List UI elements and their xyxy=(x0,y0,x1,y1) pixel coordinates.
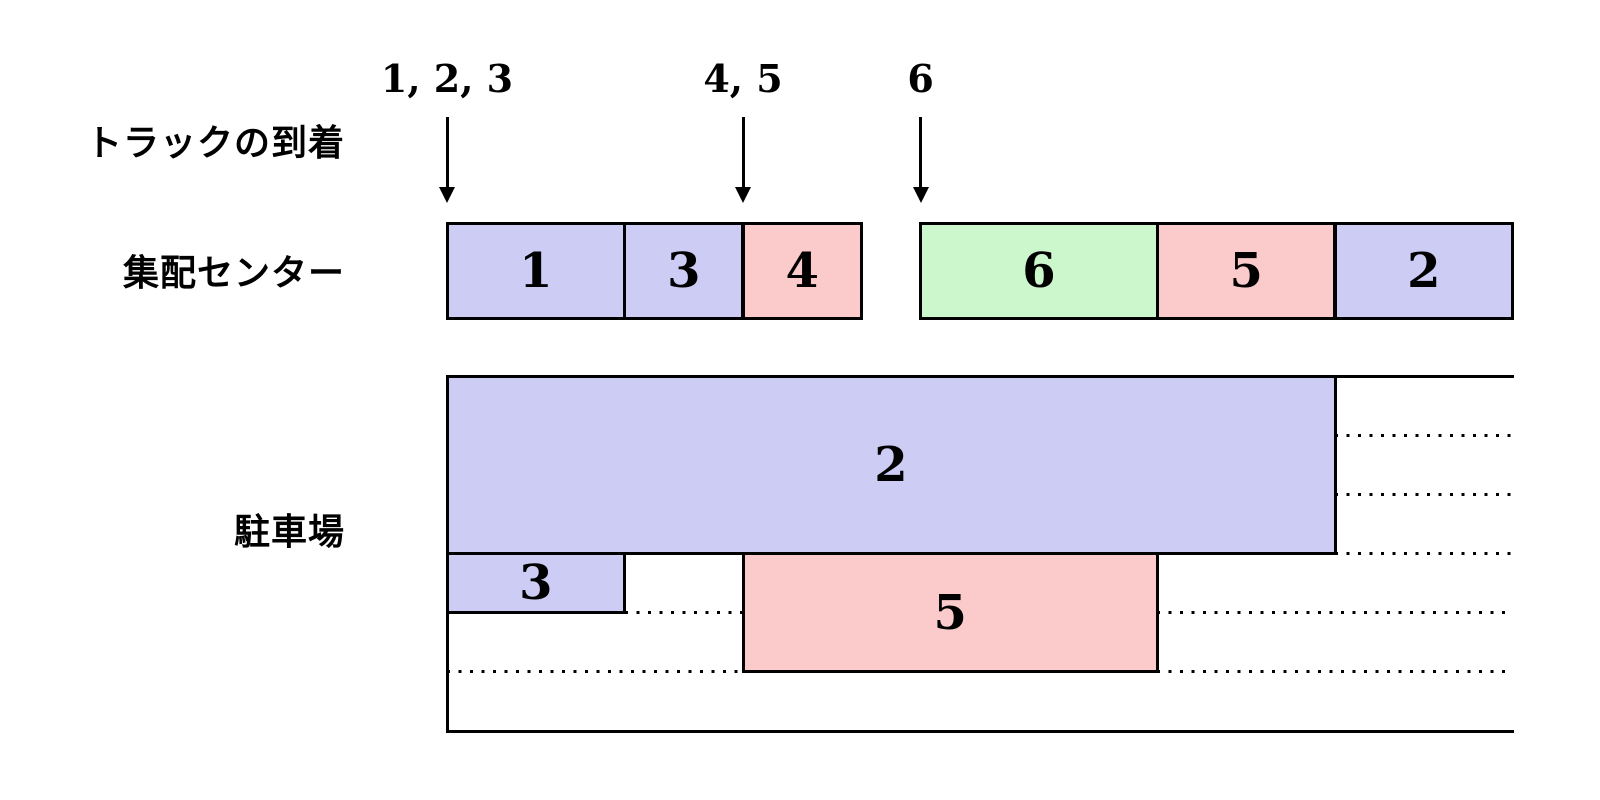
parking-lane-dotted-line xyxy=(624,611,743,615)
arrival-time-label: 4, 5 xyxy=(703,56,783,101)
parking-lane-dotted-line xyxy=(1335,492,1513,496)
service-block-truck-6: 6 xyxy=(919,221,1159,320)
arrival-arrow-icon xyxy=(912,187,929,203)
arrival-time-label: 1, 2, 3 xyxy=(380,56,514,101)
parking-block-truck-5: 5 xyxy=(741,552,1159,674)
service-block-truck-2: 2 xyxy=(1333,221,1515,320)
parking-lane-dotted-line xyxy=(1335,552,1513,555)
parking-bottom-line xyxy=(445,729,1515,733)
parking-lane-dotted-line xyxy=(1335,433,1513,437)
service-block-truck-3: 3 xyxy=(623,221,745,320)
arrival-time-label: 6 xyxy=(907,56,934,101)
service-block-truck-1: 1 xyxy=(445,221,627,320)
arrival-arrow-shaft xyxy=(741,117,745,189)
label-distribution-center: 集配センター xyxy=(122,253,345,294)
arrival-arrow-icon xyxy=(439,187,455,203)
arrival-arrow-shaft xyxy=(919,117,923,189)
arrival-arrow-shaft xyxy=(445,117,449,189)
parking-block-truck-2: 2 xyxy=(445,374,1337,555)
arrival-arrow-icon xyxy=(735,187,751,203)
parking-lane-dotted-line xyxy=(447,670,743,674)
parking-lane-dotted-line xyxy=(1157,611,1513,615)
parking-block-truck-3: 3 xyxy=(445,552,627,615)
service-block-truck-4: 4 xyxy=(741,221,863,320)
label-parking-lot: 駐車場 xyxy=(233,512,345,553)
label-truck-arrivals: トラックの到着 xyxy=(85,123,345,164)
service-block-truck-5: 5 xyxy=(1155,221,1337,320)
parking-lane-dotted-line xyxy=(1157,670,1513,674)
